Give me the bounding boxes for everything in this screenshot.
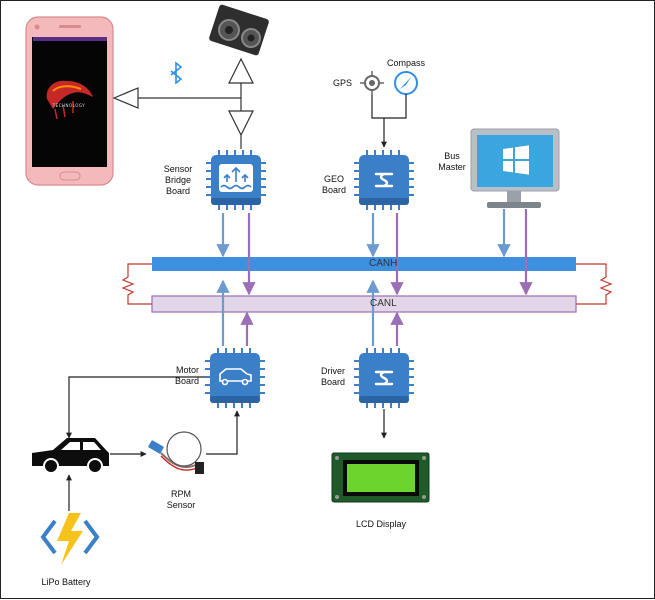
- lcd-display-label: LCD Display: [355, 519, 406, 529]
- rpm-label-line2: Sensor: [166, 500, 196, 510]
- motor-label-line2: Board: [174, 376, 199, 386]
- sensor-bridge-label-line3: Board: [165, 186, 191, 196]
- canl-bus: [151, 295, 577, 313]
- gps-icon: [360, 71, 384, 95]
- lipo-battery-label: LiPo Battery: [41, 577, 91, 587]
- sensor-bridge-can-arrows: [216, 213, 256, 296]
- rpm-sensor-icon: [148, 431, 204, 474]
- monitor-icon: [470, 128, 560, 208]
- phone-icon: TECHNOLOGY: [25, 16, 114, 186]
- bus-master-label-line1: Bus: [444, 151, 460, 161]
- geo-label-line2: Board: [321, 185, 347, 195]
- sensor-bridge-chip-icon: [205, 149, 267, 211]
- rpm-sensor-label: RPM Sensor: [161, 489, 201, 511]
- sensor-bridge-label-line1: Sensor: [163, 164, 193, 174]
- motor-to-car-link: [66, 376, 205, 439]
- battery-icon: [40, 513, 100, 565]
- bus-master-label: Bus Master: [432, 151, 472, 173]
- driver-can-arrows: [366, 279, 404, 346]
- right-terminator: [576, 263, 613, 305]
- lcd-display-icon: [331, 452, 430, 503]
- ultrasonic-sensor-icon: [209, 4, 269, 56]
- windows-logo-icon: [503, 145, 529, 175]
- driver-label-line1: Driver: [321, 366, 345, 376]
- driver-label-line2: Board: [320, 377, 346, 387]
- rpm-label-line1: RPM: [171, 489, 191, 499]
- bus-master-can-arrows: [497, 209, 533, 296]
- rpm-to-motor-link: [206, 410, 240, 455]
- compass-icon: [394, 71, 418, 95]
- driver-board-label: Driver Board: [314, 366, 352, 388]
- geo-board-label: GEO Board: [317, 174, 351, 196]
- sensor-bridge-label-line2: Bridge: [164, 175, 191, 185]
- motor-chip-icon: [204, 347, 266, 409]
- svg-text:TECHNOLOGY: TECHNOLOGY: [52, 103, 86, 108]
- canh-bus: [152, 257, 576, 271]
- gps-compass-links: [371, 94, 407, 148]
- motor-can-arrows: [216, 279, 254, 346]
- geo-chip-icon: [353, 149, 415, 211]
- geo-label-line1: GEO: [323, 174, 344, 184]
- driver-chip-icon: [353, 347, 415, 409]
- compass-label: Compass: [387, 58, 426, 68]
- motor-board-label: Motor Board: [161, 365, 199, 387]
- left-terminator: [121, 263, 152, 305]
- car-icon: [32, 438, 109, 474]
- geo-can-arrows: [366, 213, 404, 296]
- sensor-bridge-label: Sensor Bridge Board: [158, 164, 198, 197]
- motor-label-line1: Motor: [175, 365, 199, 375]
- bus-master-label-line2: Master: [438, 162, 466, 172]
- canh-label: CANH: [369, 258, 398, 269]
- canl-label: CANL: [370, 298, 397, 309]
- bluetooth-icon: [170, 61, 183, 85]
- phone-link: [112, 57, 254, 149]
- gps-label: GPS: [333, 78, 353, 88]
